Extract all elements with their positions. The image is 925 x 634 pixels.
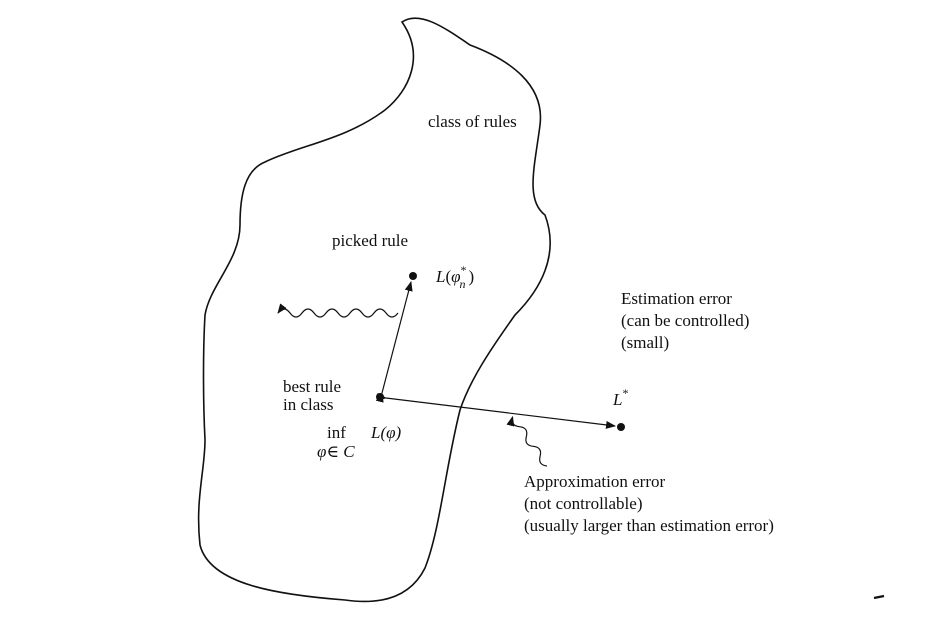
best-rule-loss-label: L(φ) — [370, 423, 402, 442]
estimation-arrow — [375, 281, 413, 403]
loss-open-paren: ( — [445, 267, 451, 286]
estimation-error-line3: (small) — [621, 333, 669, 352]
estimation-error-line2: (can be controlled) — [621, 311, 749, 330]
loss-L: L — [435, 267, 445, 286]
picked-rule-label: picked rule — [332, 231, 408, 250]
best-rule-label-line1: best rule — [283, 377, 341, 396]
stray-mark — [873, 594, 885, 600]
approximation-pointer-squiggle — [506, 415, 548, 467]
class-of-rules-label: class of rules — [428, 112, 517, 131]
inf-label: inf — [327, 423, 346, 442]
bayes-L: L — [612, 390, 622, 409]
approximation-error-line1: Approximation error — [524, 472, 665, 491]
approximation-error-line3: (usually larger than estimation error) — [524, 516, 774, 535]
inf-subscript-label: φ∈ C — [317, 442, 355, 461]
picked-rule-point — [409, 272, 417, 280]
approximation-arrow — [376, 392, 616, 429]
class-of-rules-region — [197, 17, 551, 603]
loss-sub-n: n — [460, 277, 466, 291]
best-rule-label-line2: in class — [283, 395, 334, 414]
estimation-error-line1: Estimation error — [621, 289, 732, 308]
bayes-rule-point — [617, 423, 625, 431]
loss-close-paren: ) — [469, 267, 475, 286]
picked-rule-loss-label: L(φ*n) — [435, 263, 474, 291]
approximation-error-line2: (not controllable) — [524, 494, 643, 513]
best-rule-point — [376, 393, 384, 401]
estimation-pointer-squiggle — [277, 303, 399, 318]
loss-sup-star: * — [461, 263, 467, 277]
bayes-loss-label: L* — [612, 386, 628, 409]
bayes-sup-star: * — [622, 386, 628, 400]
loss-phi: φ — [451, 267, 460, 286]
